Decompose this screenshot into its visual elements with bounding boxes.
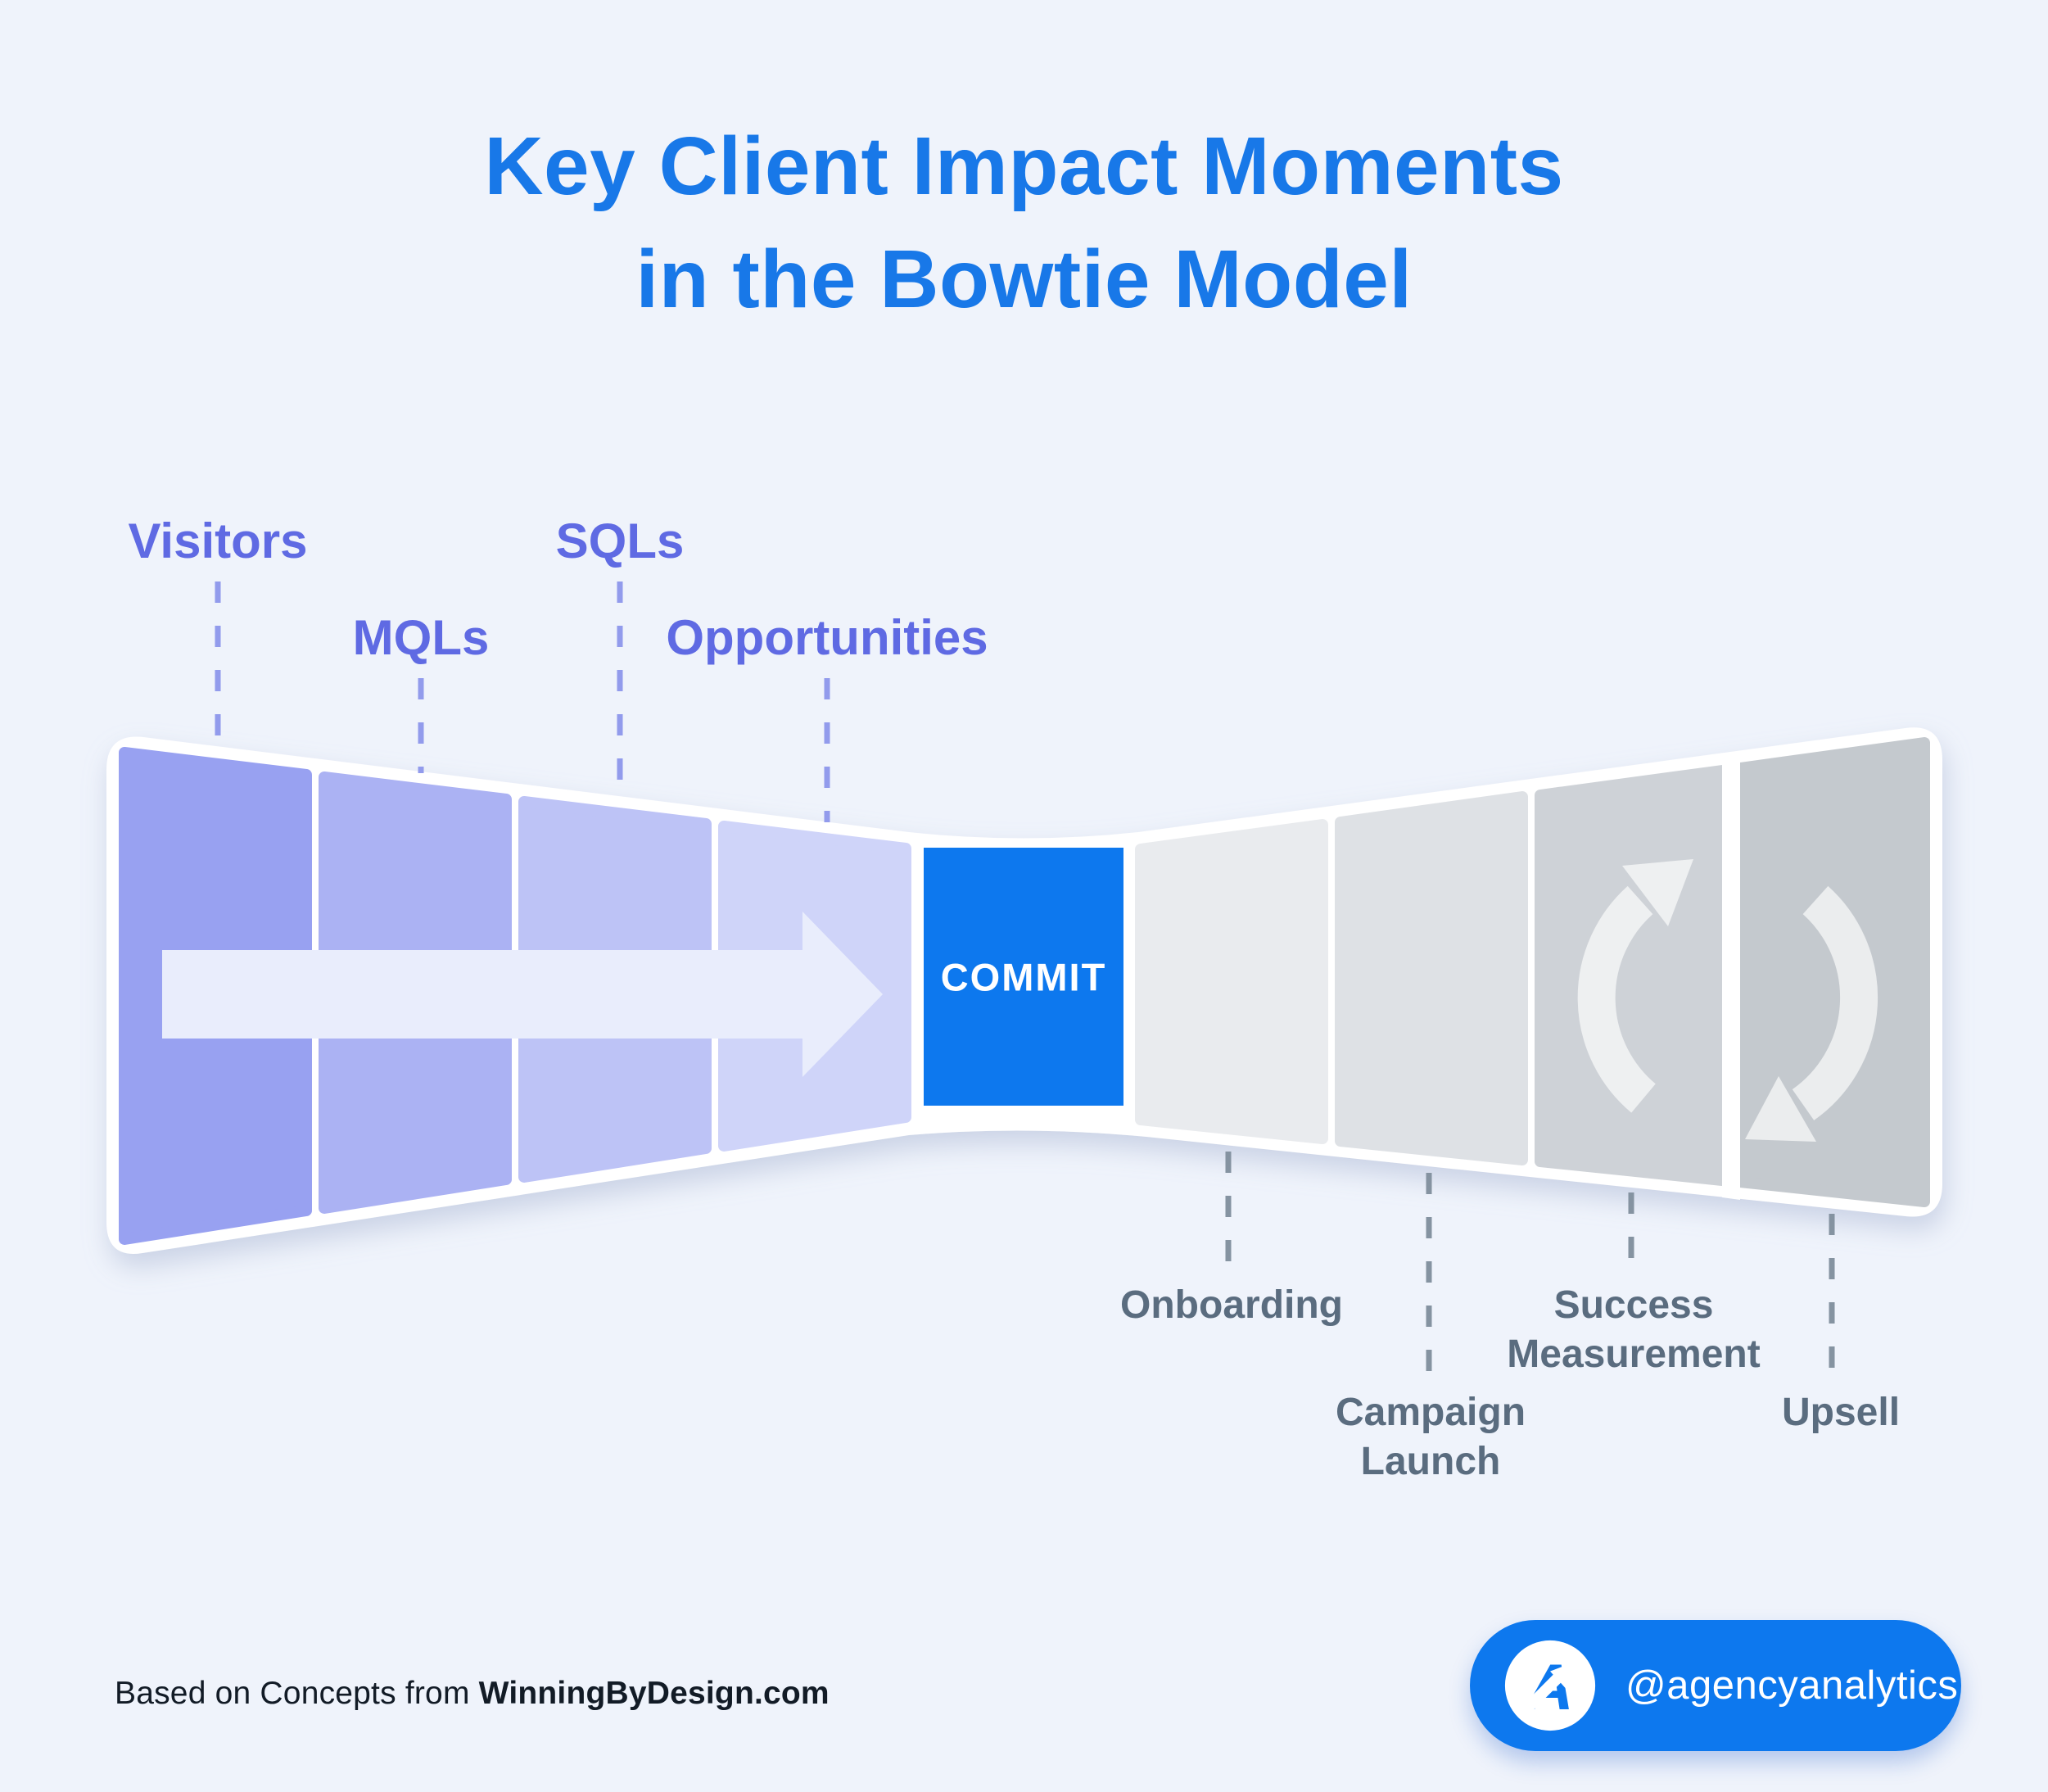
- stage-label-upsell: Upsell: [1781, 1391, 1901, 1434]
- segment-onboarding: [1135, 819, 1328, 1144]
- attribution-text: Based on Concepts from WinningByDesign.c…: [115, 1676, 830, 1712]
- stage-label-opportunities: Opportunities: [666, 610, 988, 665]
- stage-label-sqls: SQLs: [555, 514, 685, 568]
- attribution-prefix: Based on Concepts from: [115, 1676, 479, 1711]
- stage-label-mqls: MQLs: [352, 610, 490, 665]
- segment-campaign-launch: [1335, 791, 1528, 1165]
- attribution-brand: WinningByDesign.com: [478, 1676, 830, 1711]
- stage-label-onboarding: Onboarding: [1120, 1283, 1343, 1327]
- commit-block: [924, 848, 1123, 1106]
- agencyanalytics-badge[interactable]: A @agencyanalytics: [1470, 1620, 1961, 1751]
- forward-arrow-icon: [162, 912, 883, 1077]
- stage-label-visitors: Visitors: [128, 514, 308, 568]
- page-title-line2: in the Bowtie Model: [635, 233, 1413, 325]
- page-title-line1: Key Client Impact Moments: [484, 120, 1564, 212]
- page-title: Key Client Impact Moments in the Bowtie …: [0, 110, 2048, 336]
- cycle-arrows-icon: [1577, 859, 1878, 1142]
- stage-label-success-measurement: Success Measurement: [1507, 1283, 1761, 1376]
- segment-divider: [1722, 751, 1740, 1200]
- commit-label: COMMIT: [941, 956, 1107, 999]
- stage-label-campaign-launch: Campaign Launch: [1335, 1391, 1526, 1483]
- badge-handle: @agencyanalytics: [1625, 1663, 1959, 1708]
- segment-success-measurement: [1535, 765, 1728, 1186]
- agencyanalytics-a-arrow-logo-icon: A: [1504, 1640, 1596, 1731]
